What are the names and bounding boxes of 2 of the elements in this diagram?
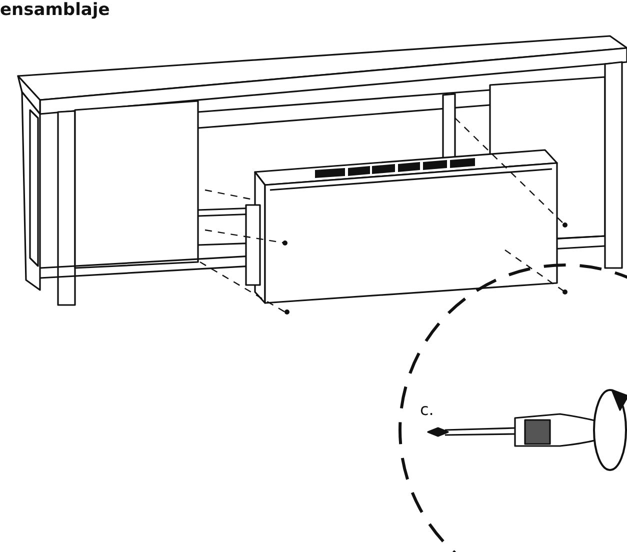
heading: ensamblaje [0, 0, 110, 20]
step-label: c. [420, 400, 434, 420]
